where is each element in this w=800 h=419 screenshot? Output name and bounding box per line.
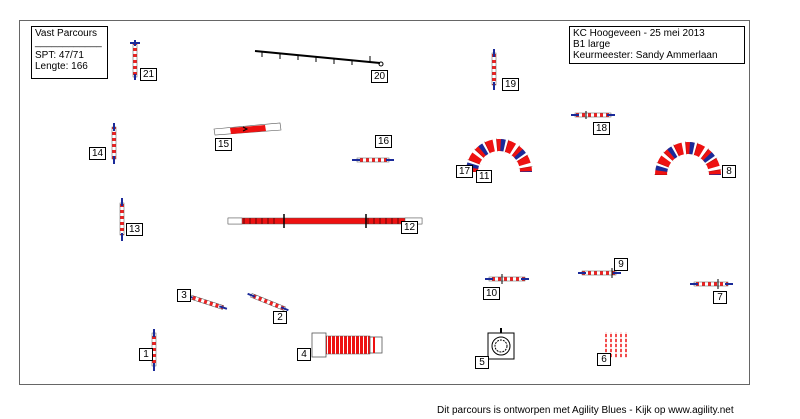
obstacle-21-hurdle	[130, 40, 140, 80]
number-label-18: 18	[593, 122, 611, 135]
obstacle-18-hurdle	[571, 111, 615, 119]
obstacle-20-dogwalk	[254, 50, 384, 67]
obstacle-10-hurdle	[485, 274, 529, 284]
event-info-box: KC Hoogeveen - 25 mei 2013 B1 large Keur…	[569, 26, 745, 64]
obstacle-2-hurdle	[247, 292, 289, 312]
obstacle-8-curved-tunnel	[654, 141, 722, 176]
number-label-11: 11	[476, 170, 493, 183]
number-label-2: 2	[273, 311, 287, 324]
course-border	[19, 20, 750, 385]
number-label-17: 17	[456, 165, 474, 178]
obstacle-16-hurdle	[352, 157, 394, 163]
number-label-21: 21	[140, 68, 158, 81]
number-label-9: 9	[614, 258, 628, 271]
info-divider: ____________	[35, 37, 102, 48]
number-label-15: 15	[215, 138, 233, 151]
course-length: Lengte: 166	[35, 61, 88, 72]
number-label-8: 8	[722, 165, 736, 178]
obstacle-12-plank	[227, 214, 423, 228]
obstacle-6-weave	[605, 332, 627, 358]
number-label-13: 13	[126, 223, 144, 236]
obstacle-4-tunnel	[311, 332, 383, 358]
footer-credit: Dit parcours is ontworpen met Agility Bl…	[437, 405, 734, 416]
obstacle-5-tire	[487, 328, 515, 360]
event-title: KC Hoogeveen - 25 mei 2013	[573, 28, 705, 39]
event-judge: Keurmeester: Sandy Ammerlaan	[573, 50, 718, 61]
event-class: B1 large	[573, 39, 611, 50]
obstacle-14-hurdle	[111, 123, 117, 164]
obstacle-7-hurdle	[690, 279, 733, 289]
obstacle-19-hurdle	[491, 49, 497, 90]
number-label-10: 10	[483, 287, 501, 300]
course-info-box: Vast Parcours ____________ SPT: 47/71 Le…	[31, 26, 108, 79]
obstacle-13-hurdle	[119, 198, 125, 241]
number-label-19: 19	[502, 78, 520, 91]
course-type: Vast Parcours	[35, 28, 98, 39]
obstacle-11-17-curved-tunnel	[465, 138, 533, 173]
number-label-16: 16	[375, 135, 393, 148]
number-label-20: 20	[371, 70, 389, 83]
number-label-5: 5	[475, 356, 489, 369]
number-label-14: 14	[89, 147, 107, 160]
number-label-3: 3	[177, 289, 191, 302]
obstacle-9-hurdle	[578, 268, 621, 278]
number-label-6: 6	[597, 353, 611, 366]
number-label-1: 1	[139, 348, 153, 361]
course-spt: SPT: 47/71	[35, 50, 84, 61]
number-label-4: 4	[297, 348, 311, 361]
obstacle-15-board	[213, 122, 282, 136]
number-label-7: 7	[713, 291, 727, 304]
number-label-12: 12	[401, 221, 419, 234]
